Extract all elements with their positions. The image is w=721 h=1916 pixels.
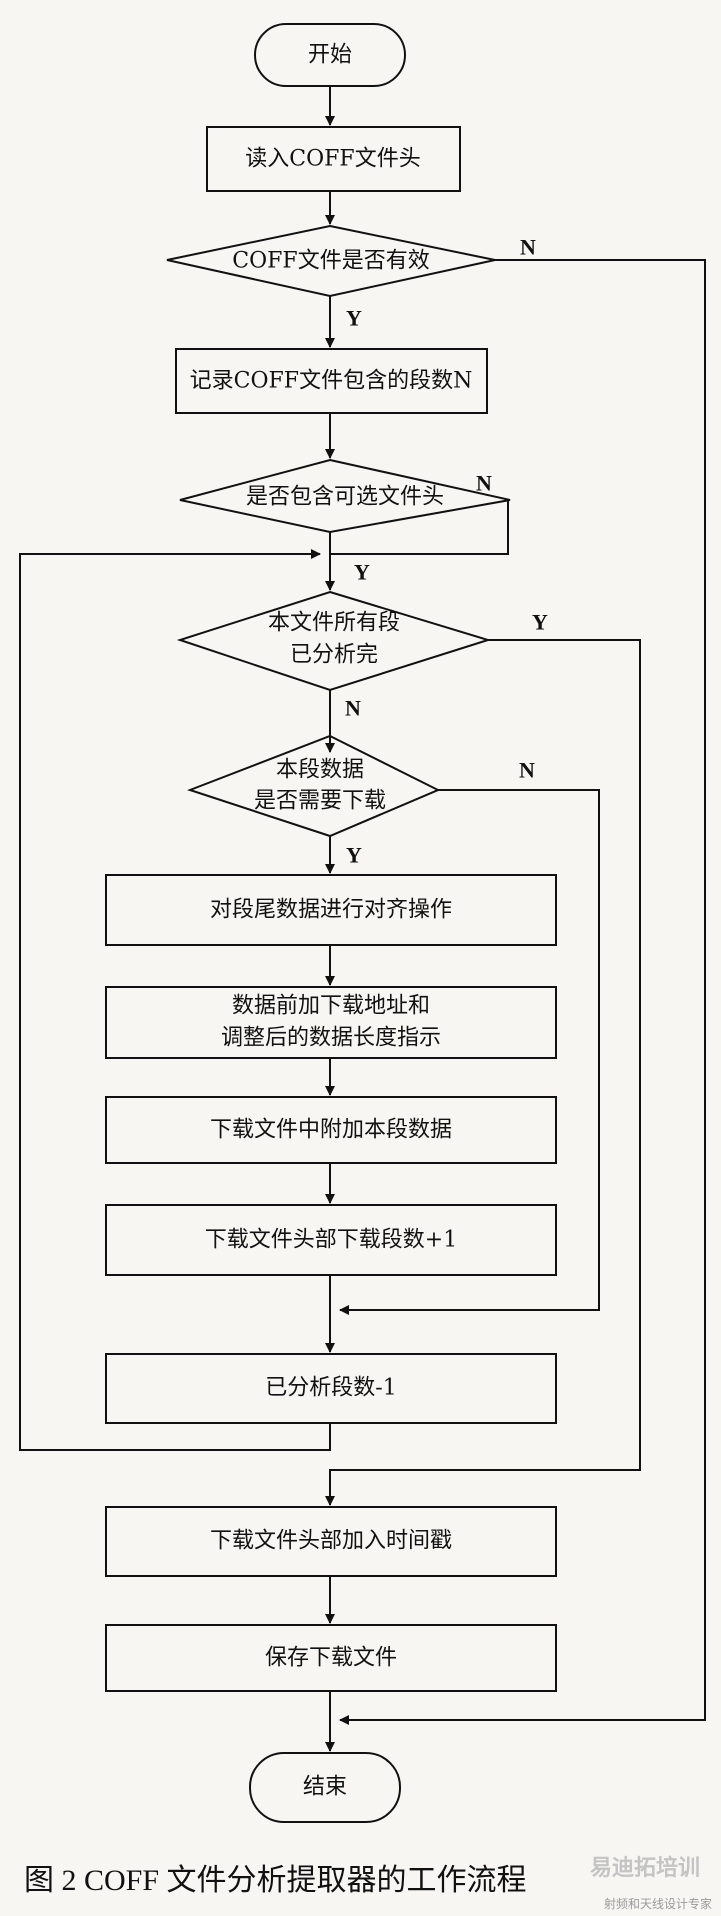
read-header-label: 读入COFF文件头 bbox=[245, 147, 420, 172]
add-timestamp-label: 下载文件头部加入时间戳 bbox=[210, 1529, 452, 1554]
need-download-decision bbox=[187, 734, 441, 838]
valid-no-label: N bbox=[520, 235, 536, 260]
align-tail-box bbox=[105, 874, 557, 946]
all-sections-decision bbox=[176, 590, 492, 692]
watermark-tagline: 射频和天线设计专家 bbox=[604, 1896, 712, 1911]
dec-count-box bbox=[105, 1353, 557, 1424]
all-sections-label-line2: 已分析完 bbox=[290, 643, 378, 668]
optional-header-decision bbox=[179, 458, 511, 534]
save-file-box bbox=[105, 1624, 557, 1692]
append-data-box bbox=[105, 1096, 557, 1164]
shapes bbox=[105, 23, 557, 1823]
coff-valid-label: COFF文件是否有效 bbox=[232, 249, 429, 274]
inc-count-label: 下载文件头部下载段数+1 bbox=[205, 1228, 457, 1253]
line-sections-yes bbox=[325, 639, 641, 1506]
need-download-label-line2: 是否需要下载 bbox=[254, 789, 386, 814]
line-download-no bbox=[339, 789, 600, 1315]
dec-count-label: 已分析段数-1 bbox=[265, 1376, 396, 1401]
need-download-label-line1: 本段数据 bbox=[276, 758, 364, 783]
start-label: 开始 bbox=[308, 43, 352, 68]
align-tail-label: 对段尾数据进行对齐操作 bbox=[210, 898, 452, 923]
valid-yes-label: Y bbox=[346, 306, 362, 331]
watermark-logo: 易迪拓培训 bbox=[590, 1855, 700, 1881]
end-terminal bbox=[249, 1752, 401, 1823]
optional-header-label: 是否包含可选文件头 bbox=[246, 485, 444, 510]
download-no-label: N bbox=[519, 758, 535, 783]
save-file-label: 保存下载文件 bbox=[265, 1646, 397, 1671]
optional-yes-label: Y bbox=[354, 560, 370, 585]
end-label: 结束 bbox=[303, 1775, 347, 1800]
record-sections-label: 记录COFF文件包含的段数N bbox=[190, 369, 473, 394]
download-yes-label: Y bbox=[346, 843, 362, 868]
append-data-label: 下载文件中附加本段数据 bbox=[210, 1118, 452, 1143]
inc-count-box bbox=[105, 1204, 557, 1276]
sections-no-label: N bbox=[345, 696, 361, 721]
line-loop-back bbox=[19, 549, 331, 1451]
prepend-addr-label-line1: 数据前加下载地址和 bbox=[232, 994, 430, 1019]
start-terminal bbox=[254, 23, 406, 87]
watermark: 易迪拓培训 射频和天线设计专家 bbox=[590, 1855, 712, 1911]
prepend-addr-label-line2: 调整后的数据长度指示 bbox=[221, 1026, 441, 1051]
record-sections-box bbox=[175, 348, 488, 414]
optional-no-label: N bbox=[476, 471, 492, 496]
read-header-box bbox=[206, 126, 461, 192]
all-sections-label-line1: 本文件所有段 bbox=[268, 611, 400, 636]
prepend-addr-box bbox=[105, 986, 557, 1059]
add-timestamp-box bbox=[105, 1506, 557, 1577]
figure-caption: 图 2 COFF 文件分析提取器的工作流程 bbox=[24, 1864, 527, 1897]
coff-valid-decision bbox=[166, 224, 496, 298]
sections-yes-label: Y bbox=[532, 610, 548, 635]
line-valid-no bbox=[339, 259, 706, 1725]
